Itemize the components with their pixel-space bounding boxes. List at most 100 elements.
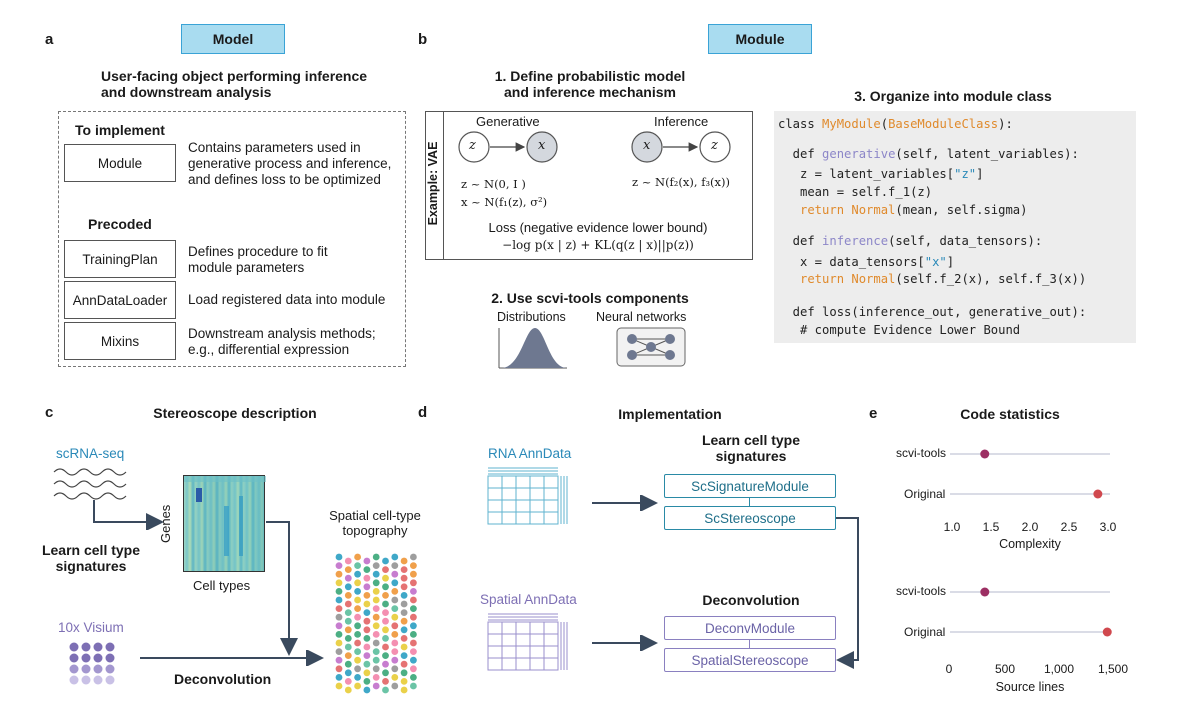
- spatial-spot: [391, 665, 399, 673]
- learn-line2: signatures: [55, 558, 127, 574]
- spatial-spot: [344, 678, 352, 685]
- chart2-tick: 0: [945, 662, 953, 676]
- chart1-tick: 1.5: [982, 520, 1000, 534]
- spatial-spot: [391, 553, 399, 561]
- rna-to-module-arrow: [592, 495, 658, 511]
- spatial-spot: [335, 570, 343, 578]
- spatial-spot: [410, 648, 417, 655]
- code-line-6: def inference(self, data_tensors):: [778, 234, 1043, 248]
- spatial-spot: [354, 613, 361, 621]
- chart2-row-label-scvi: scvi-tools: [896, 584, 947, 598]
- spatial-spot: [344, 574, 352, 582]
- deconvmodule-box: DeconvModule: [664, 616, 836, 640]
- trainingplan-description: Defines procedure to fit module paramete…: [188, 244, 328, 276]
- complexity-axis-label: Complexity: [999, 537, 1061, 551]
- spatial-spot: [400, 635, 408, 642]
- spatial-spot: [382, 592, 389, 599]
- spatial-spot: [335, 665, 343, 673]
- mixins-desc-line: e.g., differential expression: [188, 342, 350, 357]
- module-description: Contains parameters used in generative p…: [188, 140, 391, 188]
- spatial-spot: [382, 557, 389, 565]
- spatial-spot: [363, 574, 371, 582]
- gen-likelihood-eq: x ~ N(f₁(z), σ²): [461, 195, 548, 209]
- panel-d-letter: d: [418, 404, 428, 421]
- spatial-anndata-icon: [487, 613, 568, 671]
- chart-point-scvi-tools: [980, 449, 990, 459]
- chart-point-scvi-tools: [980, 587, 990, 597]
- spatial-spot: [344, 609, 352, 616]
- learn-signatures-label: Learn cell type signatures: [36, 542, 146, 574]
- spatial-spot: [363, 600, 371, 608]
- source-lines-axis-label: Source lines: [995, 680, 1065, 694]
- spatial-spot: [410, 613, 417, 621]
- spatial-spot: [344, 669, 352, 677]
- spatial-topography-label: Spatial cell-type topography: [318, 508, 432, 538]
- module-code-block: class MyModule(BaseModuleClass): def gen…: [774, 111, 1136, 343]
- spatial-spot: [372, 553, 380, 561]
- scrna-to-heatmap-arrow: [93, 500, 164, 530]
- spatial-spot: [382, 583, 389, 591]
- step2-heading: 2. Use scvi-tools components: [491, 290, 689, 306]
- spatial-spot: [354, 562, 361, 569]
- spatial-spot: [372, 588, 380, 595]
- gen-z-node: [458, 131, 490, 163]
- spatial-spot: [344, 600, 352, 608]
- chart2-tick: 1,000: [1043, 662, 1075, 676]
- spatial-spot: [400, 660, 408, 668]
- model-tag: Model: [181, 24, 285, 54]
- panel-a-heading-line1: User-facing object performing inference: [101, 68, 368, 84]
- spatial-line1: Spatial cell-type: [329, 508, 421, 523]
- spatial-spot: [372, 613, 380, 621]
- spatial-spot: [363, 635, 371, 642]
- panel-a-heading: User-facing object performing inference …: [101, 68, 367, 100]
- inf-z-node-label: z: [711, 138, 718, 153]
- spatial-spot: [344, 643, 352, 651]
- spatial-spot: [410, 588, 417, 595]
- code-line-7: x = data_tensors["x"]: [778, 255, 955, 269]
- inf-z-node: [699, 131, 731, 163]
- spatial-spot: [363, 566, 371, 573]
- spatial-spot: [400, 669, 408, 677]
- chart1-tick: 3.0: [1099, 520, 1117, 534]
- spatial-spot: [344, 617, 352, 625]
- precoded-label: Precoded: [88, 216, 152, 232]
- spatial-spot: [354, 682, 361, 690]
- spatial-spot: [382, 686, 389, 694]
- panel-b-letter: b: [418, 31, 428, 48]
- gen-prior-eq: z ~ N(0, I ): [461, 177, 526, 191]
- example-vae-label: Example: VAE: [426, 141, 440, 226]
- spatial-spot: [363, 686, 371, 694]
- chart2-tick: 1,500: [1097, 662, 1129, 676]
- gen-z-node-label: z: [469, 138, 476, 153]
- spatial-spot: [400, 609, 408, 616]
- spatial-spot: [344, 583, 352, 591]
- loss-equation: −log p(x | z) + KL(q(z | x)||p(z)): [502, 238, 694, 252]
- source-lines-chart: [950, 587, 1112, 637]
- panel-a-letter: a: [45, 31, 54, 48]
- learn-line1: Learn cell type: [41, 542, 141, 558]
- spatial-spot: [372, 622, 380, 630]
- heatmap-to-spatial-arrow: [266, 521, 298, 656]
- spatial-spot: [363, 617, 371, 625]
- gen-x-node: [526, 131, 558, 163]
- spatial-spot: [335, 631, 343, 638]
- spatial-spot: [382, 626, 389, 634]
- chart-point-original: [1102, 627, 1112, 637]
- to-implement-label: To implement: [75, 122, 165, 138]
- spatial-spot: [400, 626, 408, 634]
- spatial-spot: [382, 600, 389, 608]
- inference-equation: z ~ N(f₂(x), f₃(x)): [632, 175, 731, 189]
- spatial-spot: [382, 574, 389, 582]
- trainingplan-desc-line: Defines procedure to fit: [188, 244, 328, 259]
- visium-to-spatial-arrow: [140, 650, 324, 666]
- spatial-spot: [382, 609, 389, 616]
- spatialstereoscope-box: SpatialStereoscope: [664, 648, 836, 672]
- spatial-spot: [372, 570, 380, 578]
- spatial-spot: [400, 557, 408, 565]
- rna-anndata-label: RNA AnnData: [488, 446, 572, 461]
- chart1-tick: 2.0: [1021, 520, 1039, 534]
- spatial-spot: [335, 613, 343, 621]
- vae-example-frame: [425, 111, 753, 260]
- spatial-line2: topography: [342, 523, 408, 538]
- code-line-8: return Normal(self.f_2(x), self.f_3(x)): [778, 272, 1087, 286]
